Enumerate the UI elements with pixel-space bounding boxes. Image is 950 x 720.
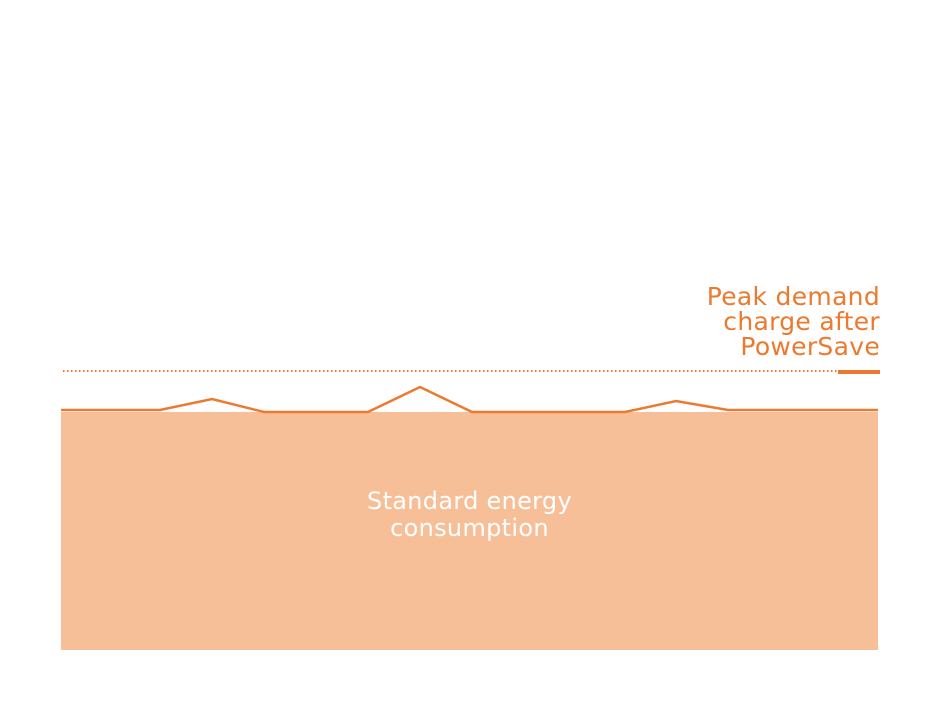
peak-demand-label-line3: PowerSave (740, 332, 880, 361)
standard-consumption-label-line2: consumption (390, 514, 549, 542)
peak-demand-label-line2: charge after (723, 307, 880, 336)
standard-consumption-label-line1: Standard energy (367, 487, 572, 515)
consumption-profile-line (61, 385, 878, 414)
peak-demand-label-line1: Peak demand (706, 282, 880, 311)
peak-demand-label: Peak demand charge after PowerSave (620, 284, 880, 359)
standard-consumption-area (61, 412, 878, 650)
standard-consumption-label: Standard energy consumption (61, 488, 878, 542)
